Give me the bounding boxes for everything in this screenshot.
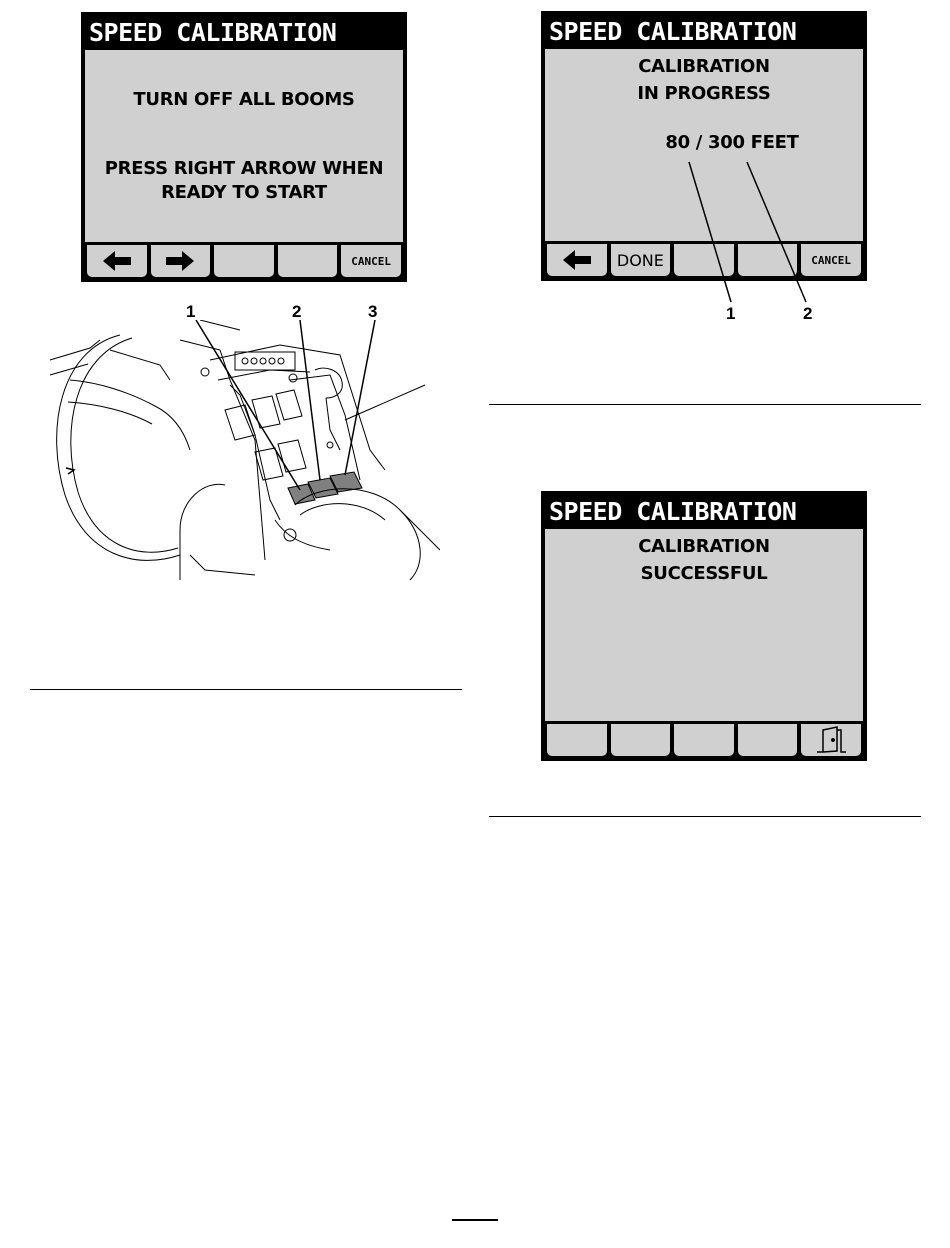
- softkey-2[interactable]: [610, 723, 672, 757]
- exit-door-icon: [813, 726, 849, 754]
- softkey-back[interactable]: [546, 243, 608, 277]
- softkey-cancel[interactable]: CANCEL: [800, 243, 862, 277]
- speed-calibration-progress-screen: SPEED CALIBRATION CALIBRATION IN PROGRES…: [541, 11, 867, 281]
- softkey-1[interactable]: [546, 723, 608, 757]
- softkey-bar: DONE CANCEL: [545, 243, 863, 277]
- section-divider: [489, 404, 921, 405]
- status-in-progress: IN PROGRESS: [545, 82, 863, 106]
- softkey-bar: CANCEL: [85, 244, 403, 278]
- status-calibration: CALIBRATION: [545, 535, 863, 559]
- softkey-back[interactable]: [86, 244, 148, 278]
- softkey-cancel[interactable]: CANCEL: [340, 244, 402, 278]
- status-successful: SUCCESSFUL: [545, 562, 863, 586]
- softkey-4[interactable]: [277, 244, 339, 278]
- section-divider: [30, 689, 462, 690]
- screen-body: CALIBRATION SUCCESSFUL: [545, 529, 863, 723]
- softkey-done[interactable]: DONE: [610, 243, 672, 277]
- callout-2: 2: [292, 302, 301, 322]
- softkey-exit[interactable]: [800, 723, 862, 757]
- softkey-4[interactable]: [737, 243, 799, 277]
- callout-2: 2: [803, 304, 812, 324]
- left-arrow-icon: [561, 249, 593, 271]
- screen-title: SPEED CALIBRATION: [545, 495, 863, 529]
- screen-title: SPEED CALIBRATION: [85, 16, 403, 50]
- softkey-bar: [545, 723, 863, 757]
- section-divider: [489, 816, 921, 817]
- callout-3: 3: [368, 302, 377, 322]
- callout-1: 1: [186, 302, 195, 322]
- console-speed-switches-illustration: [40, 320, 440, 580]
- softkey-next[interactable]: [150, 244, 212, 278]
- speed-calibration-success-screen: SPEED CALIBRATION CALIBRATION SUCCESSFUL: [541, 491, 867, 761]
- instruction-turn-off-booms: TURN OFF ALL BOOMS: [85, 88, 403, 112]
- right-arrow-icon: [164, 250, 196, 272]
- screen-title: SPEED CALIBRATION: [545, 15, 863, 49]
- status-calibration: CALIBRATION: [545, 55, 863, 79]
- distance-readout: 80 / 300 FEET: [601, 131, 863, 155]
- softkey-3[interactable]: [213, 244, 275, 278]
- screen-body: CALIBRATION IN PROGRESS 80 / 300 FEET: [545, 49, 863, 243]
- instruction-press-right-arrow: PRESS RIGHT ARROW WHEN: [85, 157, 403, 181]
- instruction-ready-to-start: READY TO START: [85, 181, 403, 205]
- callout-1: 1: [726, 304, 735, 324]
- screen-body: TURN OFF ALL BOOMS PRESS RIGHT ARROW WHE…: [85, 50, 403, 244]
- done-label: DONE: [617, 251, 664, 270]
- left-arrow-icon: [101, 250, 133, 272]
- speed-calibration-start-screen: SPEED CALIBRATION TURN OFF ALL BOOMS PRE…: [81, 12, 407, 282]
- footer-line: [452, 1219, 498, 1221]
- softkey-3[interactable]: [673, 243, 735, 277]
- softkey-4[interactable]: [737, 723, 799, 757]
- softkey-3[interactable]: [673, 723, 735, 757]
